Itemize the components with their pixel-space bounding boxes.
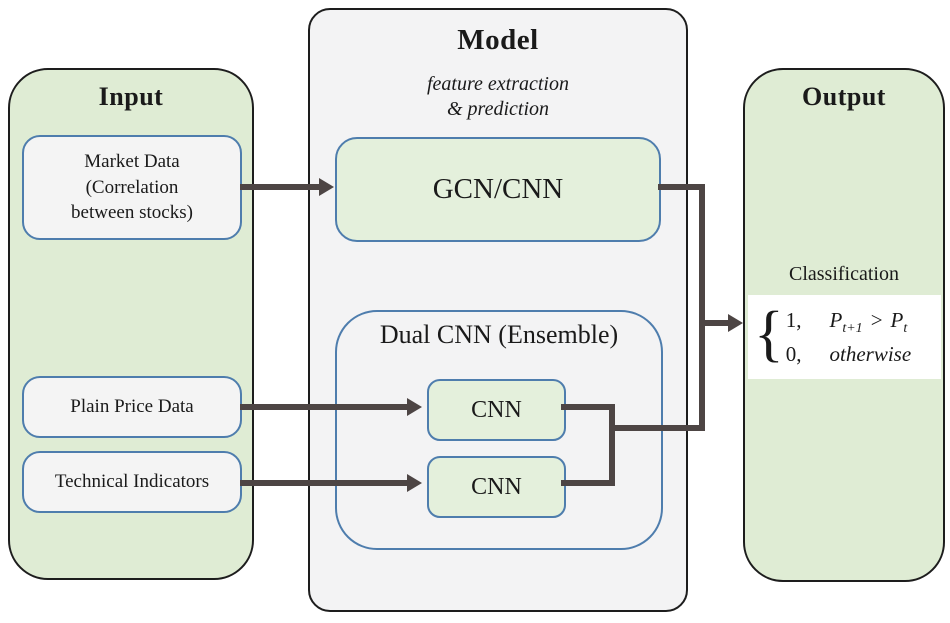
cnn-top-node: CNN xyxy=(427,379,566,441)
model-title: Model xyxy=(457,24,539,56)
connector-cnn-top-out xyxy=(561,404,615,410)
connector-merge-vertical xyxy=(609,404,615,486)
formula-rows: 1,Pt+1>Pt 0,otherwise xyxy=(786,305,911,370)
formula-row-1: 1,Pt+1>Pt xyxy=(785,307,908,336)
arrow-market-to-gcn-line xyxy=(240,184,321,190)
arrow-indicators-to-cnn-head xyxy=(407,474,422,492)
connector-gcn-out xyxy=(658,184,705,190)
plain-price-node: Plain Price Data xyxy=(22,376,242,438)
technical-indicators-label: Technical Indicators xyxy=(54,471,210,493)
market-data-node: Market Data (Correlation between stocks) xyxy=(22,135,242,240)
dual-cnn-container: Dual CNN (Ensemble) CNN CNN xyxy=(335,310,663,550)
output-title: Output xyxy=(802,82,886,111)
arrow-price-to-cnn-line xyxy=(240,404,408,410)
formula-box: { 1,Pt+1>Pt 0,otherwise xyxy=(748,295,941,379)
arrow-model-to-output-head xyxy=(728,314,743,332)
input-title: Input xyxy=(98,82,164,111)
cnn-top-label: CNN xyxy=(471,396,522,423)
connector-right-vertical xyxy=(699,184,705,431)
model-subtitle: feature extraction & prediction xyxy=(427,73,569,120)
output-container: Output Classification { 1,Pt+1>Pt 0,othe… xyxy=(743,68,945,582)
plain-price-label: Plain Price Data xyxy=(70,396,194,418)
formula-brace: { xyxy=(754,300,784,369)
model-panel: Model feature extraction & prediction GC… xyxy=(308,8,688,612)
connector-cnn-bottom-out xyxy=(561,480,615,486)
gcn-cnn-node: GCN/CNN xyxy=(335,137,661,242)
cnn-bottom-label: CNN xyxy=(471,473,522,500)
dual-cnn-title: Dual CNN (Ensemble) xyxy=(379,320,619,349)
arrow-price-to-cnn-head xyxy=(407,398,422,416)
cnn-bottom-node: CNN xyxy=(427,456,566,518)
arrow-model-to-output-line xyxy=(702,320,729,326)
arrow-indicators-to-cnn-line xyxy=(240,480,408,486)
gcn-cnn-label: GCN/CNN xyxy=(432,173,564,205)
classification-label: Classification xyxy=(789,263,899,285)
formula-row-2: 0,otherwise xyxy=(785,342,912,367)
connector-merge-out xyxy=(609,425,705,431)
market-data-label: Market Data (Correlation between stocks) xyxy=(71,151,193,224)
input-container: Input Market Data (Correlation between s… xyxy=(8,68,254,580)
technical-indicators-node: Technical Indicators xyxy=(22,451,242,513)
arrow-market-to-gcn-head xyxy=(319,178,334,196)
